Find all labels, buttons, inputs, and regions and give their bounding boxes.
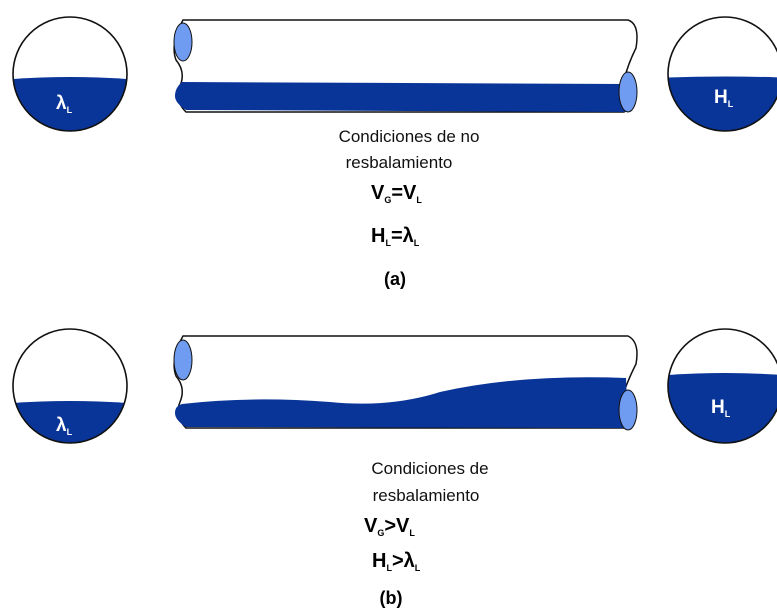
panel-a: λL HL Condiciones de no resbalamiento VG…: [12, 16, 777, 289]
panel-a-pipe-inlet-end: [173, 22, 193, 62]
panel-b-left-circle-outline: [12, 328, 128, 444]
panel-a-pipe: [173, 19, 638, 113]
panel-b-equation-holdup: HL>λL: [372, 550, 421, 573]
panel-a-liquid-layer: [175, 82, 628, 112]
panel-a-right-cross-section: HL: [667, 16, 777, 132]
panel-b-equation-velocity: VG>VL: [364, 515, 415, 538]
panel-b-left-cross-section: λL: [12, 328, 128, 444]
panel-a-label: (a): [384, 269, 406, 289]
panel-b: λL HL Condiciones de resbalamiento VG>VL…: [12, 328, 777, 608]
panel-a-left-circle-outline: [12, 16, 128, 132]
panel-b-caption-line2: resbalamiento: [373, 486, 480, 505]
panel-b-pipe: [173, 335, 638, 431]
panel-a-caption-line1: Condiciones de no: [339, 127, 480, 146]
panel-a-caption-line2: resbalamiento: [346, 153, 453, 172]
panel-a-left-cross-section: λL: [12, 16, 128, 132]
panel-b-left-holdup-label: λL: [56, 415, 73, 437]
panel-b-caption-line1: Condiciones de: [371, 459, 488, 478]
panel-a-left-holdup-label: λL: [56, 93, 73, 115]
panel-a-right-circle-outline: [667, 16, 777, 132]
panel-a-equation-velocity: VG=VL: [371, 182, 422, 205]
panel-b-label: (b): [380, 588, 403, 608]
panel-a-pipe-outlet-end: [618, 71, 638, 113]
panel-b-right-cross-section: HL: [667, 328, 777, 444]
panel-b-right-holdup-label: HL: [711, 397, 731, 419]
panel-a-equation-holdup: HL=λL: [371, 225, 420, 248]
panel-a-right-holdup-label: HL: [714, 87, 734, 109]
panel-b-pipe-outlet-end: [618, 389, 638, 431]
panel-b-pipe-inlet-end: [173, 339, 193, 381]
panel-b-liquid-layer: [175, 377, 628, 428]
panel-b-right-circle-outline: [667, 328, 777, 444]
